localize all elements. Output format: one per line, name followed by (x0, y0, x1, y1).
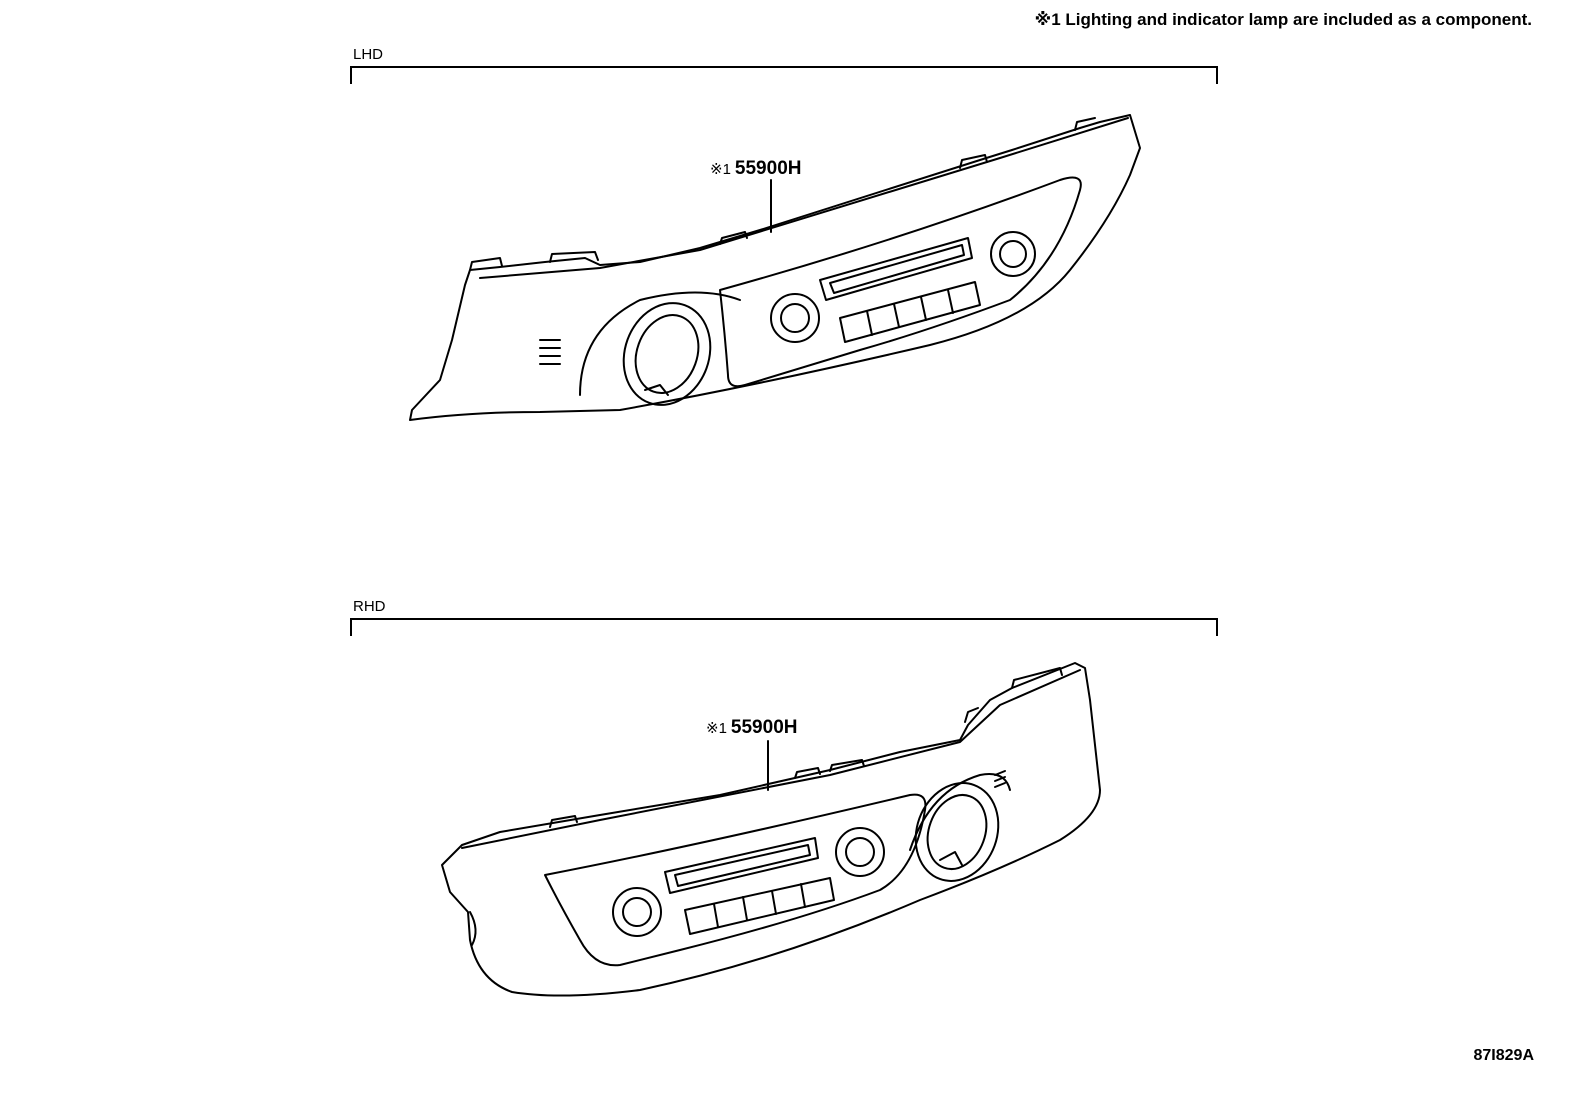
rhd-clip-4 (964, 707, 979, 723)
rhd-button-divider-1 (713, 903, 719, 928)
rhd-bezel-outline (441, 662, 1101, 997)
rhd-right-knob-inner (845, 837, 875, 867)
rhd-clip-1 (549, 815, 578, 828)
rhd-control-panel-drawing (441, 662, 1101, 997)
rhd-clip-5 (1011, 667, 1063, 689)
lhd-button-divider-1 (866, 310, 873, 336)
lhd-side-ribs (539, 339, 561, 365)
rhd-top-ridge (461, 669, 1081, 849)
lhd-button-divider-3 (920, 296, 927, 321)
rhd-section-bracket (350, 618, 1218, 636)
lhd-section-label: LHD (353, 46, 384, 63)
rhd-display (664, 837, 819, 894)
lhd-left-knob-inner (780, 303, 810, 333)
lhd-button-divider-4 (947, 289, 954, 314)
rhd-button-divider-2 (742, 896, 748, 921)
figure-id: 87I829A (1473, 1047, 1535, 1064)
rhd-left-knob-inner (622, 897, 652, 927)
rhd-button-divider-4 (800, 883, 806, 908)
lhd-right-knob-inner (999, 240, 1027, 268)
lhd-control-panel-drawing (409, 114, 1141, 421)
rhd-inner-panel (544, 793, 927, 967)
lhd-inner-panel (719, 176, 1082, 388)
rhd-clip-3 (829, 759, 865, 772)
lhd-display-inner (829, 244, 965, 294)
rhd-front-edge (469, 911, 477, 946)
rhd-section-label: RHD (353, 598, 386, 615)
rhd-button-row (684, 877, 835, 935)
rhd-side-ribs (994, 770, 1006, 788)
lhd-left-sweep (579, 291, 741, 396)
lhd-clip-5 (1074, 117, 1096, 131)
rhd-vent-inner (926, 794, 988, 870)
lhd-top-ridge (479, 117, 1129, 279)
lhd-right-knob-outer (990, 231, 1036, 277)
rhd-button-divider-3 (771, 890, 777, 915)
lhd-clip-4 (959, 154, 988, 169)
rhd-left-knob-outer (612, 887, 662, 937)
lhd-button-row (839, 281, 981, 343)
rhd-part-number[interactable]: 55900H (730, 717, 798, 738)
rhd-vent-detail (939, 851, 963, 866)
lhd-callout-mark: ※1 (710, 161, 731, 178)
lhd-vent-outer (622, 302, 712, 406)
lhd-bezel-outline (409, 114, 1141, 421)
lhd-button-divider-2 (893, 303, 900, 328)
lhd-display (819, 237, 973, 301)
rhd-callout-mark: ※1 (706, 720, 727, 737)
lhd-clip-3 (719, 231, 748, 245)
lhd-clip-2 (549, 251, 599, 263)
component-note: ※1 Lighting and indicator lamp are inclu… (1034, 10, 1532, 29)
lhd-vent-inner (634, 314, 700, 394)
lhd-left-knob-outer (770, 293, 820, 343)
rhd-right-knob-outer (835, 827, 885, 877)
rhd-vent-outer (914, 782, 1000, 882)
lhd-clip-1 (469, 257, 503, 271)
rhd-clip-2 (794, 767, 821, 779)
rhd-right-sweep (909, 773, 1011, 851)
lhd-section-bracket (350, 66, 1218, 84)
lhd-vent-detail (644, 384, 669, 396)
rhd-display-inner (674, 844, 811, 887)
lhd-part-number[interactable]: 55900H (734, 158, 802, 179)
